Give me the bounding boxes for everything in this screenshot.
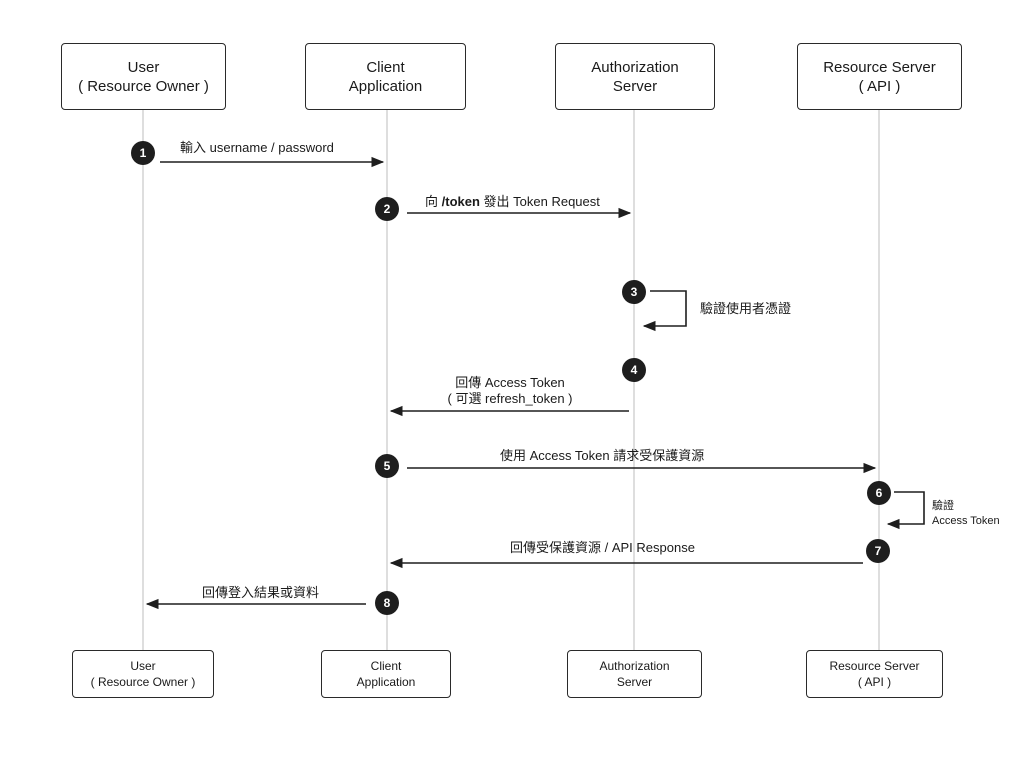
step-badge-4: 4 [622,358,646,382]
step-badge-6: 6 [867,481,891,505]
participant-resource-server-role: ( API ) [857,675,892,689]
participant-auth-server-name: Authorization [599,659,670,673]
arrow-step-3-self [642,290,687,332]
participant-auth-server-top: Authorization Server [555,43,715,110]
arrow-step-6-self [886,491,925,530]
participant-resource-server-role: ( API ) [858,77,901,95]
step-badge-5: 5 [375,454,399,478]
participant-auth-server-bottom: Authorization Server [567,650,702,698]
participant-user-top: User ( Resource Owner ) [61,43,226,110]
step-6-label: 驗證 Access Token [932,499,1000,529]
participant-user-name: User [130,659,156,673]
step-3-label: 驗證使用者憑證 [700,301,792,316]
participant-auth-server-role: Server [616,675,653,689]
step-6-label-line2: Access Token [932,515,1000,527]
step-badge-7: 7 [866,539,890,563]
participant-client-role: Application [348,77,423,95]
step-badge-2: 2 [375,197,399,221]
participant-client-name: Client [370,659,402,673]
step-2-label-prefix: 向 [425,194,442,209]
step-4-label: 回傳 Access Token ( 可選 refresh_token ) [440,375,580,407]
step-8-label: 回傳登入結果或資料 [202,585,320,600]
step-badge-1: 1 [131,141,155,165]
participant-resource-server-top: Resource Server ( API ) [797,43,962,110]
participant-user-bottom: User ( Resource Owner ) [72,650,214,698]
participant-user-role: ( Resource Owner ) [90,675,196,689]
participant-auth-server-role: Server [612,77,658,95]
participant-user-name: User [127,58,160,76]
step-2-label-endpoint: /token [441,194,480,209]
participant-client-role: Application [356,675,416,689]
participant-user-role: ( Resource Owner ) [78,77,209,95]
participant-resource-server-bottom: Resource Server ( API ) [806,650,943,698]
participant-resource-server-name: Resource Server [823,58,936,76]
step-7-label: 回傳受保護資源 / API Response [510,540,695,555]
step-2-label: 向 /token 發出 Token Request [425,194,600,210]
step-6-label-line1: 驗證 [932,500,954,512]
participant-client-name: Client [366,58,405,76]
participant-client-bottom: Client Application [321,650,451,698]
participant-auth-server-name: Authorization [591,58,679,76]
step-2-label-suffix: 發出 Token Request [479,194,600,209]
step-5-label: 使用 Access Token 請求受保護資源 [500,448,705,463]
participant-resource-server-name: Resource Server [829,659,920,673]
step-badge-3: 3 [622,280,646,304]
step-4-label-line1: 回傳 Access Token [455,375,565,390]
step-4-label-line2: ( 可選 refresh_token ) [447,391,573,406]
participant-client-top: Client Application [305,43,466,110]
step-1-label: 輸入 username / password [180,140,334,155]
step-badge-8: 8 [375,591,399,615]
